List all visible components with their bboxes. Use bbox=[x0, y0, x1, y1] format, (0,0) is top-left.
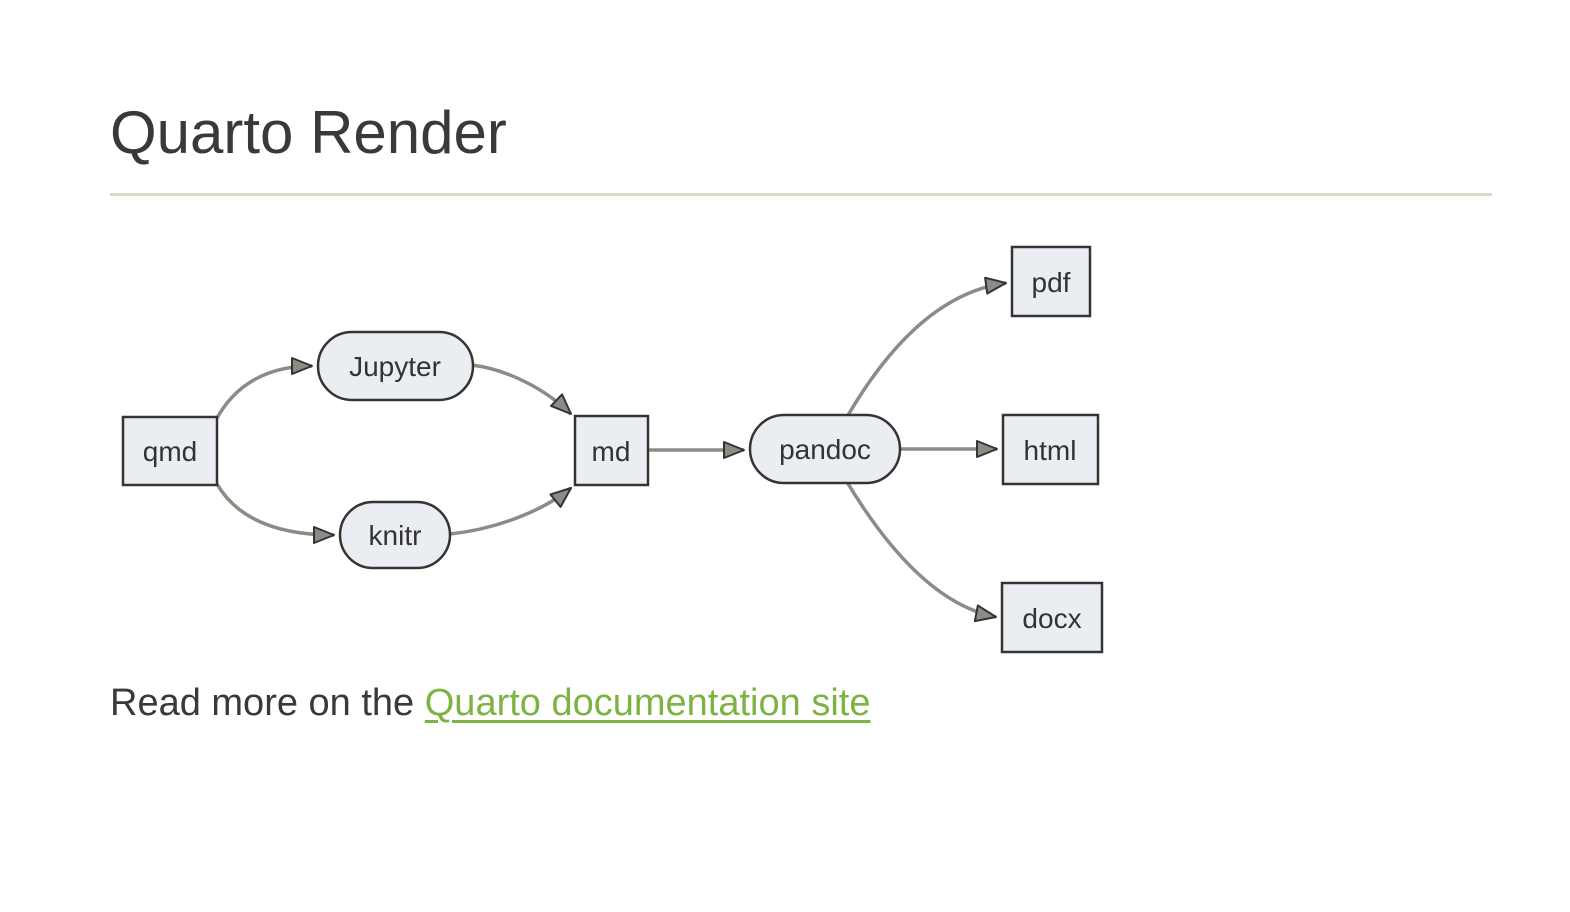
node-pdf: pdf bbox=[1010, 245, 1092, 318]
read-more-text: Read more on the bbox=[110, 682, 425, 724]
title-divider bbox=[110, 193, 1492, 196]
edge-qmd-knitr bbox=[215, 483, 335, 544]
node-knitr-label: knitr bbox=[369, 520, 422, 551]
node-pandoc-label: pandoc bbox=[779, 434, 871, 465]
node-pdf-label: pdf bbox=[1032, 267, 1071, 298]
edge-pandoc-docx bbox=[845, 481, 997, 623]
edge-qmd-jupyter bbox=[215, 357, 313, 419]
edge-knitr-md bbox=[449, 486, 573, 536]
quarto-documentation-link[interactable]: Quarto documentation site bbox=[424, 682, 871, 724]
node-qmd-label: qmd bbox=[143, 436, 197, 467]
node-md: md bbox=[573, 414, 650, 487]
page-title: Quarto Render bbox=[110, 99, 507, 166]
node-docx-label: docx bbox=[1022, 603, 1081, 634]
edge-pandoc-pdf bbox=[845, 276, 1007, 418]
node-md-label: md bbox=[592, 436, 631, 467]
read-more-paragraph: Read more on the Quarto documentation si… bbox=[110, 677, 1492, 730]
node-html-label: html bbox=[1024, 435, 1077, 466]
node-jupyter: Jupyter bbox=[316, 330, 475, 402]
node-knitr: knitr bbox=[338, 500, 452, 570]
node-jupyter-label: Jupyter bbox=[349, 351, 441, 382]
node-qmd: qmd bbox=[121, 415, 219, 487]
node-docx: docx bbox=[1000, 581, 1104, 654]
flowchart-figure: qmd Jupyter knitr md pandoc pdf bbox=[110, 232, 1492, 667]
edge-jupyter-md bbox=[471, 363, 573, 416]
node-pandoc: pandoc bbox=[748, 413, 902, 485]
node-html: html bbox=[1001, 413, 1100, 486]
document-content: Quarto Render qmd bbox=[110, 100, 1492, 730]
flowchart-svg: qmd Jupyter knitr md pandoc pdf bbox=[121, 245, 1104, 654]
